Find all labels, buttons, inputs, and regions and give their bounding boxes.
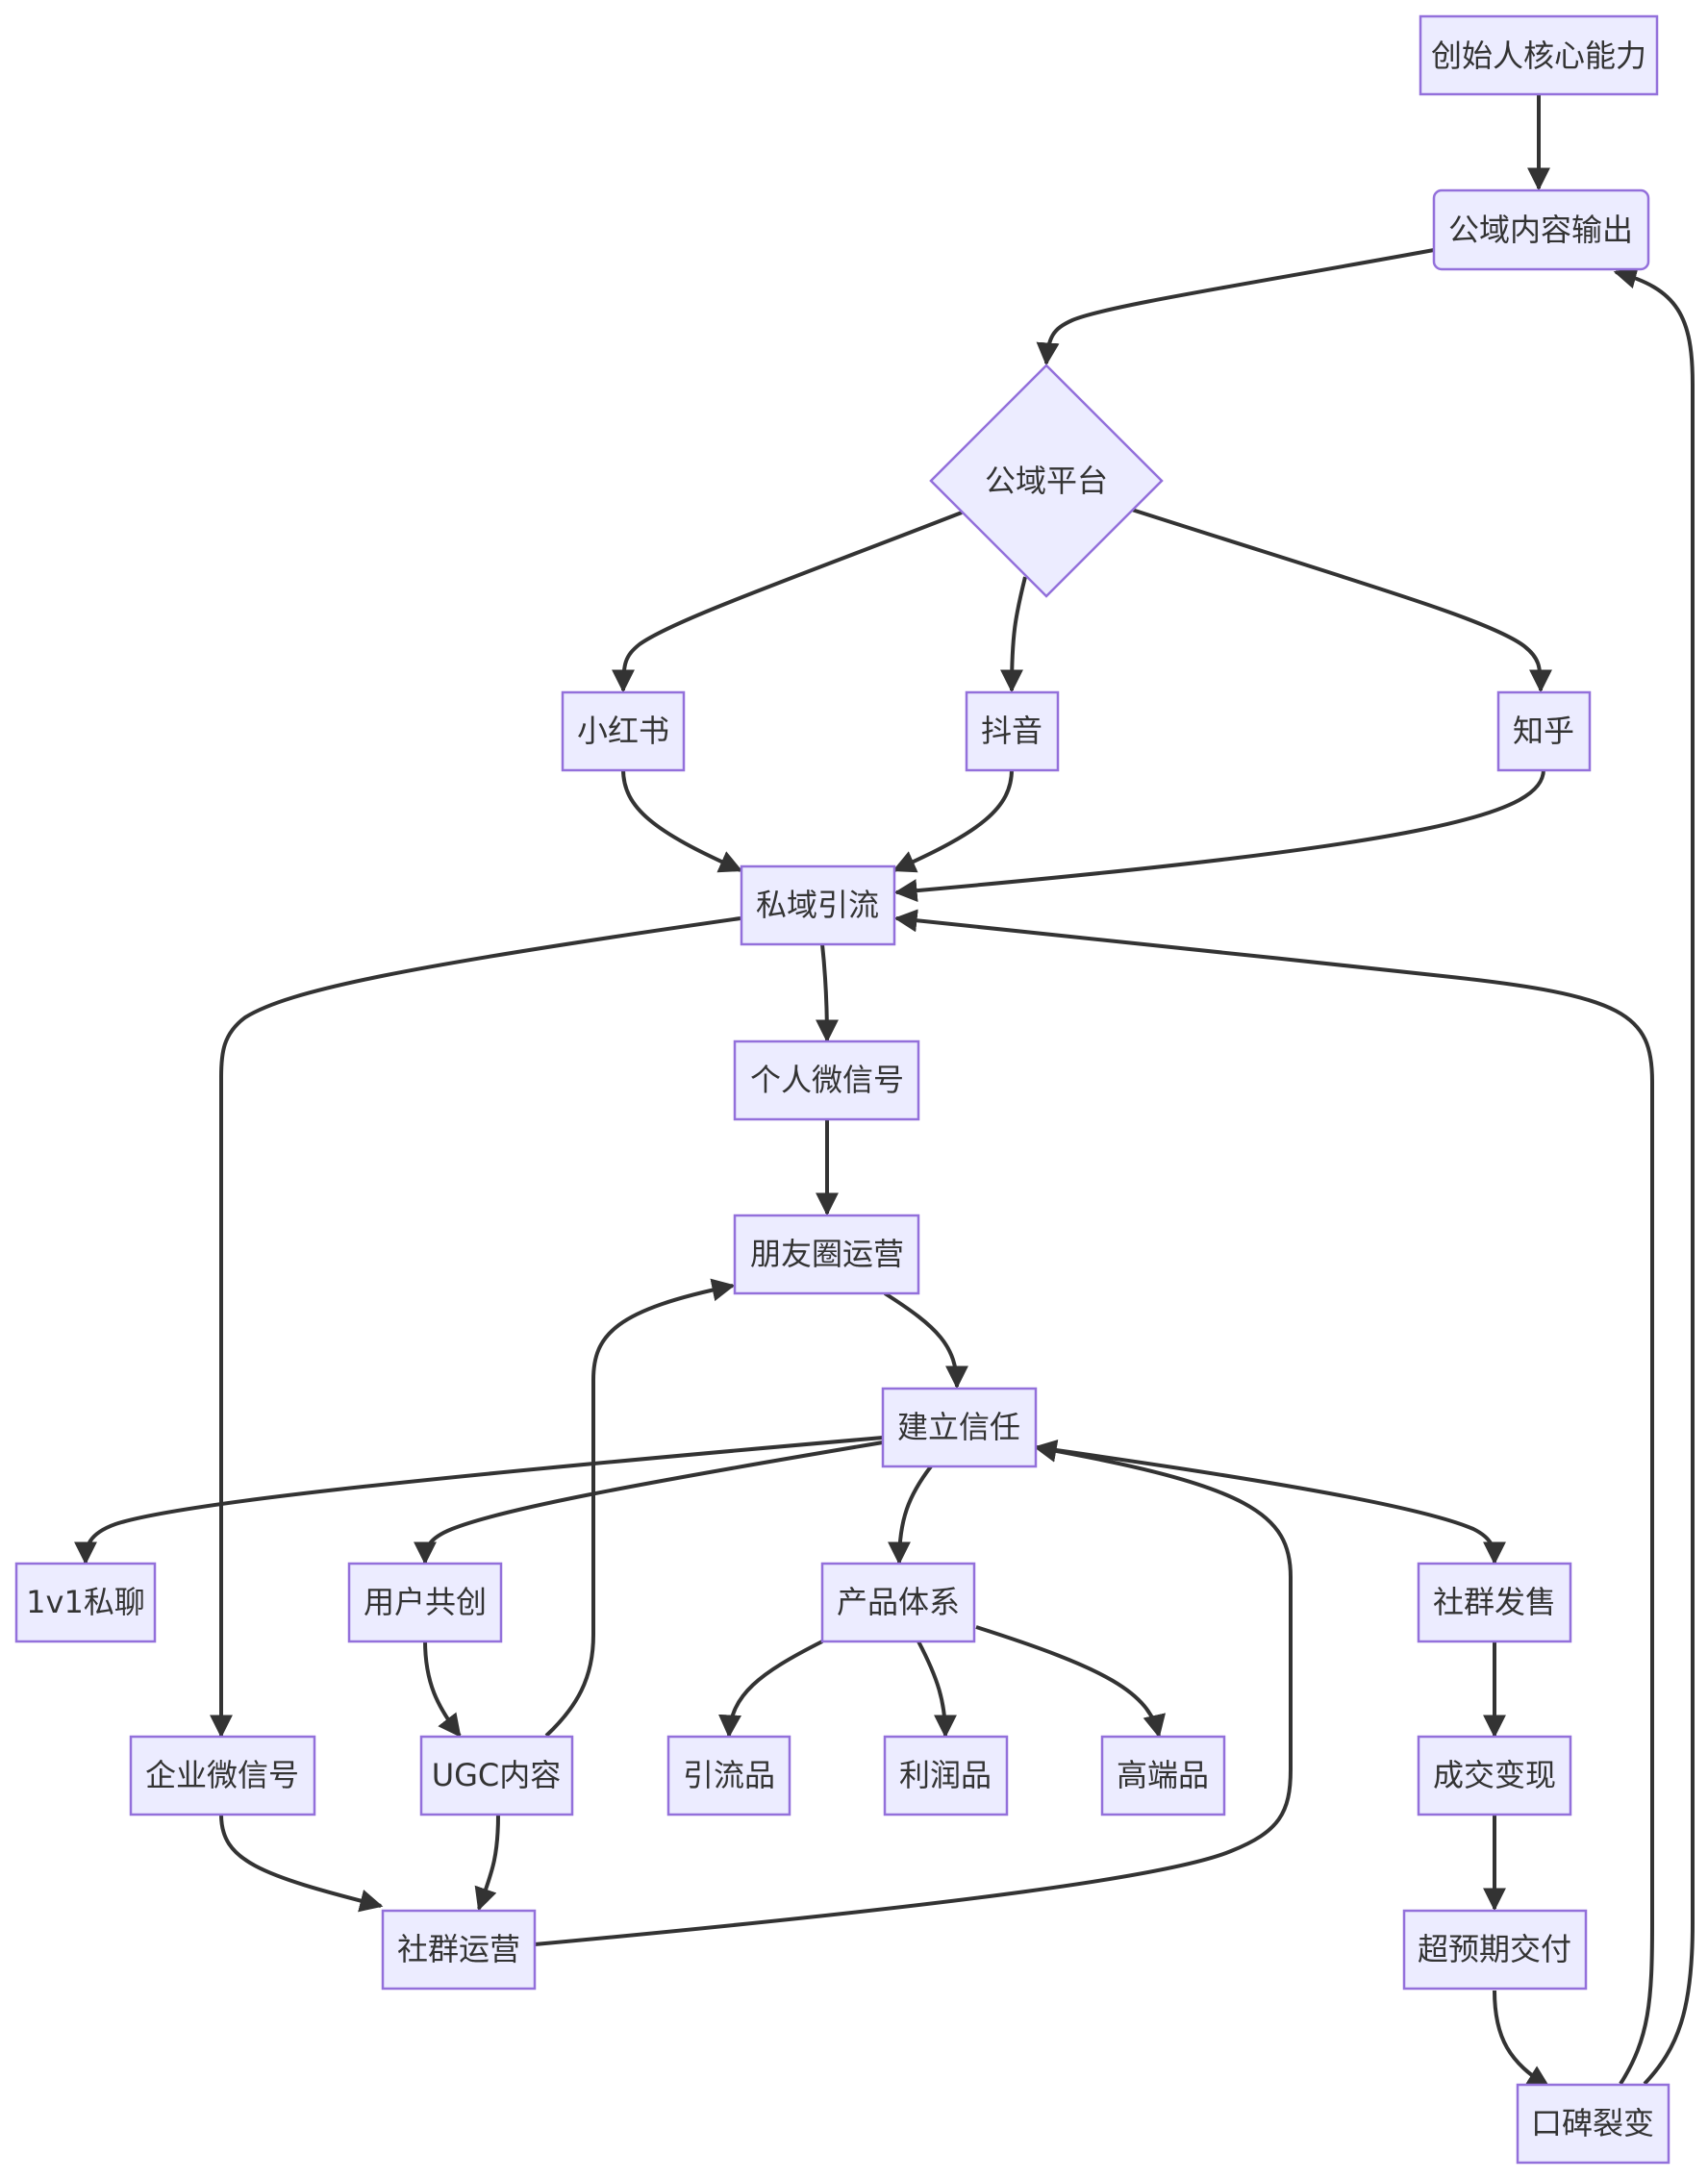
node-community-label: 社群运营 bbox=[397, 1931, 520, 1967]
node-public-platform-label: 公域平台 bbox=[985, 463, 1108, 499]
node-community: 社群运营 bbox=[381, 1909, 537, 1991]
node-co-creation: 用户共创 bbox=[347, 1562, 503, 1643]
node-group-sales-label: 社群发售 bbox=[1433, 1584, 1556, 1620]
node-douyin: 抖音 bbox=[965, 690, 1060, 772]
node-delivery: 超预期交付 bbox=[1402, 1909, 1588, 1991]
edge-word-of-mouth-private bbox=[893, 909, 1654, 2086]
node-profit-product-label: 利润品 bbox=[899, 1757, 992, 1793]
edge-zhihu-private bbox=[893, 768, 1545, 903]
node-lead-product: 引流品 bbox=[666, 1735, 791, 1816]
node-moments: 朋友圈运营 bbox=[733, 1214, 920, 1295]
node-trust: 建立信任 bbox=[881, 1387, 1038, 1468]
node-founder-label: 创始人核心能力 bbox=[1431, 38, 1646, 74]
node-conversion-label: 成交变现 bbox=[1433, 1757, 1556, 1793]
edge-private-enterprise-wechat bbox=[210, 916, 741, 1739]
node-word-of-mouth: 口碑裂变 bbox=[1516, 2083, 1670, 2165]
edge-product-profit bbox=[917, 1641, 957, 1739]
edge-product-lead bbox=[718, 1640, 823, 1739]
node-group-sales: 社群发售 bbox=[1417, 1562, 1572, 1643]
edge-trust-private-chat bbox=[74, 1436, 884, 1565]
edge-trust-group-sales bbox=[1035, 1445, 1506, 1565]
edge-trust-product-system bbox=[888, 1465, 933, 1565]
edge-trust-co-creation bbox=[414, 1440, 884, 1565]
node-premium-product: 高端品 bbox=[1100, 1735, 1226, 1816]
node-enterprise-wechat-label: 企业微信号 bbox=[145, 1757, 299, 1793]
edge-enterprise-wechat-community bbox=[219, 1814, 384, 1913]
node-lead-product-label: 引流品 bbox=[683, 1757, 775, 1793]
node-private-chat: 1v1私聊 bbox=[14, 1562, 157, 1643]
node-product-system: 产品体系 bbox=[820, 1562, 976, 1643]
node-enterprise-wechat: 企业微信号 bbox=[129, 1735, 316, 1816]
node-ugc-label: UGC内容 bbox=[432, 1757, 562, 1793]
node-douyin-label: 抖音 bbox=[981, 713, 1042, 749]
node-xiaohongshu-label: 小红书 bbox=[577, 713, 669, 749]
node-founder: 创始人核心能力 bbox=[1419, 14, 1659, 96]
edge-platform-douyin bbox=[1000, 576, 1027, 693]
nodes: 创始人核心能力 公域内容输出 公域平台 小红书 抖音 知乎 私域 bbox=[14, 14, 1670, 2165]
node-delivery-label: 超预期交付 bbox=[1418, 1931, 1571, 1967]
node-personal-wechat: 个人微信号 bbox=[733, 1039, 920, 1121]
node-word-of-mouth-label: 口碑裂变 bbox=[1531, 2105, 1654, 2141]
edge-moments-trust bbox=[883, 1291, 968, 1390]
node-ugc: UGC内容 bbox=[419, 1735, 574, 1816]
node-public-content: 公域内容输出 bbox=[1432, 188, 1650, 271]
edge-private-personal-wechat bbox=[815, 943, 839, 1043]
edge-platform-xiaohongshu bbox=[612, 511, 963, 693]
edge-ugc-community bbox=[474, 1814, 500, 1912]
node-trust-label: 建立信任 bbox=[897, 1409, 1020, 1445]
node-profit-product: 利润品 bbox=[883, 1735, 1009, 1816]
edge-ugc-moments bbox=[544, 1278, 736, 1738]
node-private-traffic: 私域引流 bbox=[740, 864, 896, 946]
edge-community-trust bbox=[534, 1440, 1293, 1946]
edge-product-premium bbox=[975, 1625, 1167, 1739]
edge-word-of-mouth-public-content bbox=[1613, 265, 1695, 2086]
edge-douyin-private bbox=[892, 768, 1014, 873]
edge-xiaohongshu-private bbox=[621, 768, 743, 873]
edge-public-content-public-platform bbox=[1036, 248, 1435, 366]
edge-delivery-word-of-mouth bbox=[1493, 1990, 1551, 2089]
node-zhihu-label: 知乎 bbox=[1513, 713, 1574, 749]
node-public-content-label: 公域内容输出 bbox=[1448, 212, 1633, 248]
node-private-traffic-label: 私域引流 bbox=[756, 887, 879, 923]
edge-platform-zhihu bbox=[1131, 508, 1552, 693]
node-co-creation-label: 用户共创 bbox=[364, 1584, 487, 1620]
edges bbox=[74, 94, 1695, 2089]
edge-co-creation-ugc bbox=[423, 1640, 462, 1738]
node-premium-product-label: 高端品 bbox=[1117, 1757, 1209, 1793]
node-zhihu: 知乎 bbox=[1496, 690, 1592, 772]
node-personal-wechat-label: 个人微信号 bbox=[750, 1062, 904, 1098]
node-moments-label: 朋友圈运营 bbox=[750, 1236, 904, 1272]
node-public-platform: 公域平台 bbox=[929, 363, 1164, 598]
node-product-system-label: 产品体系 bbox=[837, 1584, 960, 1620]
node-private-chat-label: 1v1私聊 bbox=[26, 1584, 145, 1620]
node-conversion: 成交变现 bbox=[1417, 1735, 1572, 1816]
node-xiaohongshu: 小红书 bbox=[561, 690, 686, 772]
